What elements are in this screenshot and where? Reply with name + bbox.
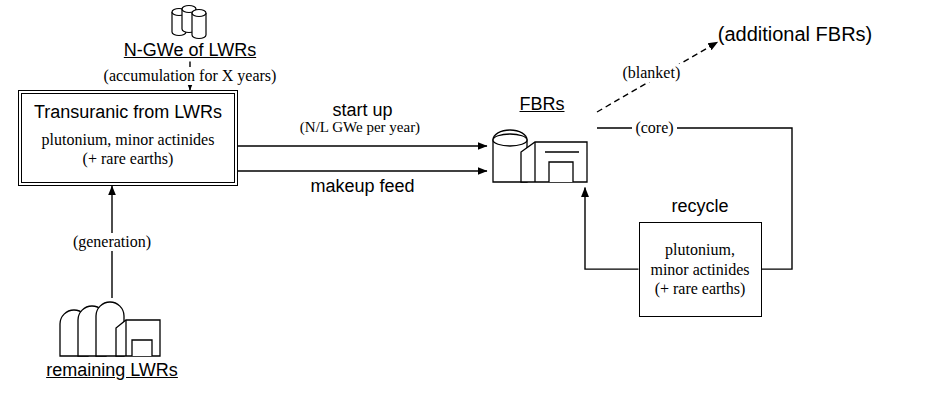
edge-label: makeup feed [307,176,417,197]
note-label: (N/L GWe per year) [297,119,423,136]
edge-label: (core) [632,119,676,137]
dashed-arrow [597,42,718,112]
flow-arrow [238,170,487,171]
node-title: (additional FBRs) [718,22,873,46]
node-title: FBRs [520,94,565,116]
recycle-group: recycle plutonium, minor actinides (+ rar… [639,196,762,317]
node-title: Transuranic from LWRs [34,102,222,124]
node-title: remaining LWRs [46,360,178,382]
fbr-icon [487,116,597,188]
lwr-icon [170,4,210,40]
flow-arrow [585,188,639,270]
edge-label: (blanket) [619,64,683,82]
flow-arrow [238,145,487,146]
reactor-group: FBRs [487,94,597,188]
plant-group: N-GWe of LWRs [124,4,256,62]
edge-label: (generation) [70,233,154,251]
node-title: N-GWe of LWRs [124,40,256,62]
node-body: plutonium, minor actinides (+ rare earth… [648,240,753,298]
edge-label: start up [329,100,395,121]
lwr-plants-icon [56,298,168,360]
transuranic-box: Transuranic from LWRs plutonium, minor ac… [18,90,238,186]
target-text: (additional FBRs) [718,22,873,46]
node-title: recycle [671,196,728,218]
plant-group: remaining LWRs [46,298,178,382]
recycle-box: plutonium, minor actinides (+ rare earth… [639,222,762,317]
node-body: plutonium, minor actinides (+ rare earth… [38,130,218,168]
edge-label: (accumulation for X years) [101,67,280,85]
